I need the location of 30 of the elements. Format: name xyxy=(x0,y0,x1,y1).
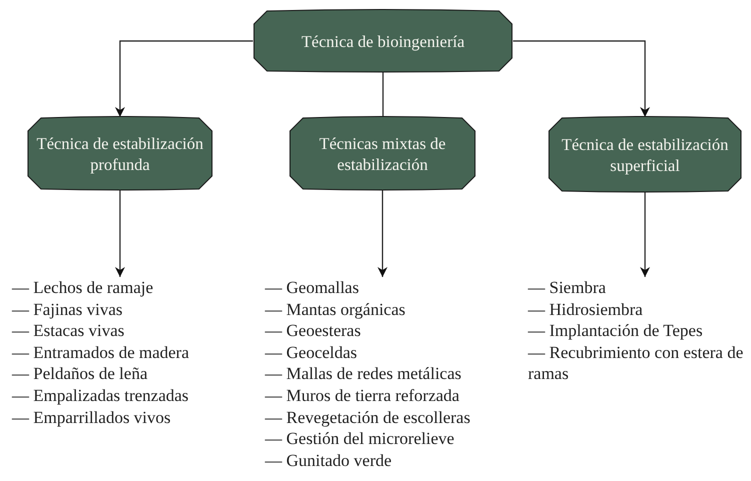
list-item: — Entramados de madera xyxy=(12,342,190,364)
list-item: — Lechos de ramaje xyxy=(12,277,154,299)
arrow xyxy=(378,190,388,277)
list-item: — Estacas vivas xyxy=(12,320,126,342)
list-item: — Emparrillados vivos xyxy=(12,406,172,428)
connector-line xyxy=(382,72,384,117)
category-box: Técnica de bioingeniería xyxy=(253,10,513,72)
list-item: — Hidrosiembra xyxy=(528,298,644,320)
arrow xyxy=(640,192,650,277)
arrow xyxy=(115,190,125,277)
list-item: — Geoesteras xyxy=(265,320,362,342)
list-item: — Siembra xyxy=(528,277,607,299)
list-item: — Fajinas vivas xyxy=(12,298,124,320)
list-item: — Revegetación de escolleras xyxy=(265,406,472,428)
category-box: Técnica de estabilización superficial xyxy=(548,117,742,192)
list-item: — Implantación de Tepes xyxy=(528,320,704,342)
arrow xyxy=(513,40,650,117)
list-item: — Peldaños de leña xyxy=(12,363,148,385)
category-box: Técnica de estabilización profunda xyxy=(27,117,213,190)
list-item: — Recubrimiento con estera de ramas xyxy=(528,342,744,385)
list-item: — Mantas orgánicas xyxy=(265,298,406,320)
list-item: — Empalizadas trenzadas xyxy=(12,384,190,407)
category-box: Técnicas mixtas de estabilización xyxy=(289,117,476,190)
list-item: — Gunitado verde xyxy=(265,450,393,472)
list-item: — Geoceldas xyxy=(265,342,358,364)
list-item: — Gestión del microrelieve xyxy=(265,428,456,450)
list-item: — Mallas de redes metálicas xyxy=(265,363,462,385)
list-item: — Muros de tierra reforzada xyxy=(265,384,460,407)
arrow xyxy=(115,40,253,117)
list-item: — Geomallas xyxy=(265,277,360,299)
